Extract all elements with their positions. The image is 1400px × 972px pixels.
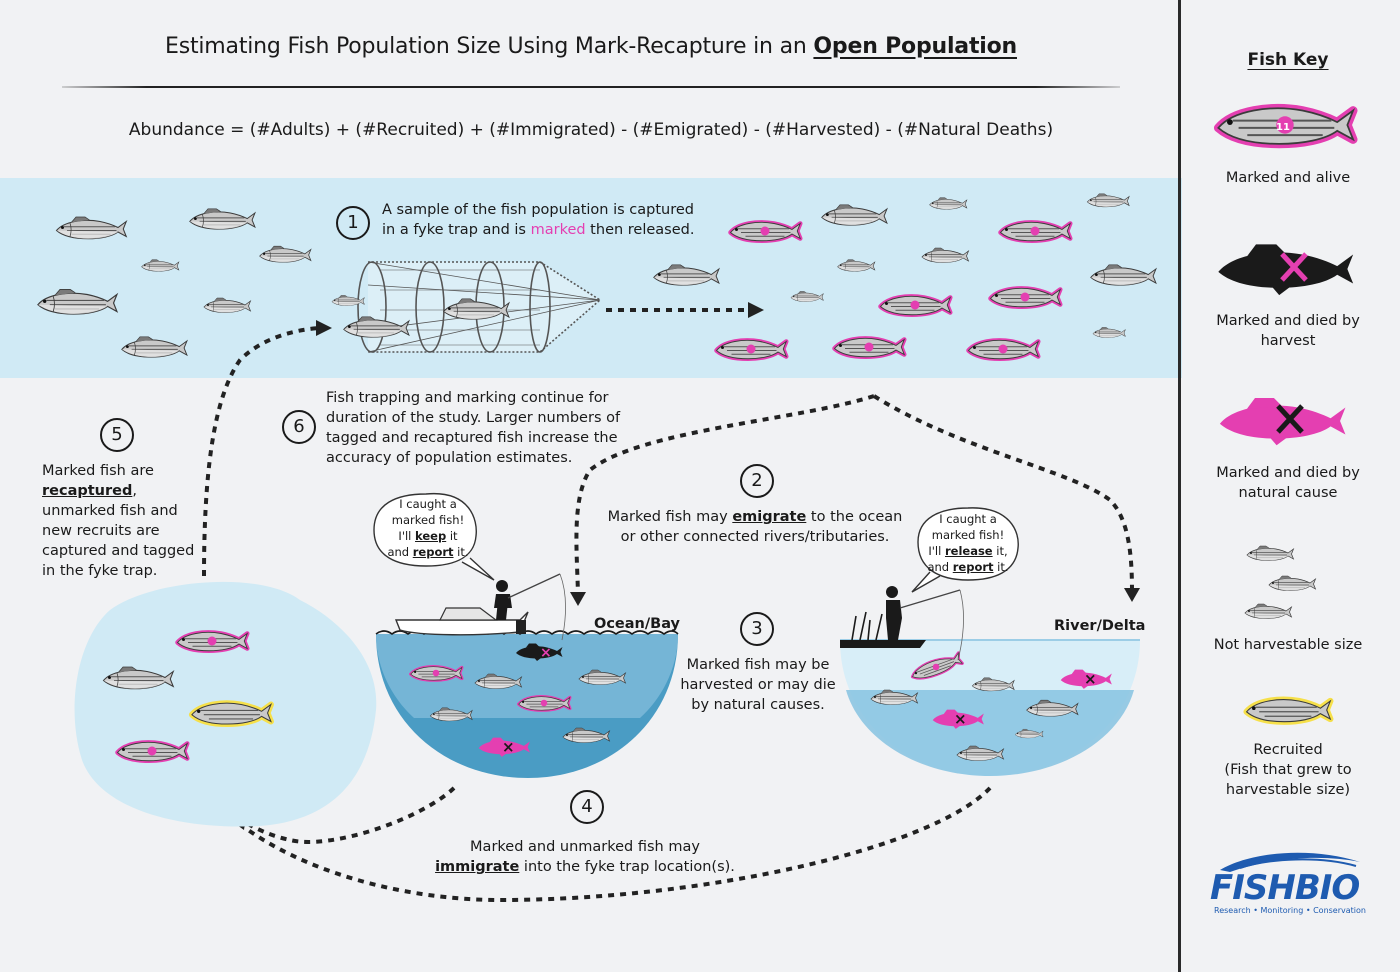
fish-unmarked: [55, 216, 127, 240]
abundance-formula: Abundance = (#Adults) + (#Recruited) + (…: [128, 120, 1054, 140]
title-emphasis: Open Population: [813, 34, 1017, 59]
key-tag-number: 11: [1276, 122, 1290, 133]
key-label-died-harvest: Marked and died by harvest: [1216, 313, 1360, 349]
svg-text:×: ×: [1084, 670, 1097, 688]
title-rule: [62, 86, 1120, 88]
page-title: Estimating Fish Population Size Using Ma…: [0, 34, 1182, 59]
key-heading: Fish Key: [1247, 50, 1329, 70]
step-4-badge: 4: [570, 790, 604, 824]
key-label-marked-alive: Marked and alive: [1225, 170, 1351, 186]
speech-bubble-ocean-text: I caught a marked fish! I'll keep it and…: [387, 497, 469, 559]
step-6-badge: 6: [282, 410, 316, 444]
title-prefix: Estimating Fish Population Size Using Ma…: [165, 34, 814, 59]
key-label-recruited: Recruited (Fish that grew to harvestable…: [1224, 742, 1352, 798]
marked-highlight: marked: [530, 222, 586, 238]
key-icons: 11: [1188, 0, 1388, 760]
step-1-badge: 1: [336, 206, 370, 240]
key-died-harvest-icon: [1218, 244, 1354, 296]
step-1-line-1: A sample of the fish population is captu…: [382, 202, 694, 218]
svg-text:×: ×: [502, 738, 515, 756]
arrow-immigrate-ocean: [236, 786, 456, 844]
key-x-pink: [1280, 252, 1308, 282]
step-4-text: Marked and unmarked fish may immigrate i…: [435, 839, 735, 875]
fish-unmarked: [203, 297, 251, 313]
key-small-fish-icon: [1268, 575, 1316, 591]
key-label-not-harvestable: Not harvestable size: [1213, 637, 1363, 653]
key-label-died-natural: Marked and died by natural cause: [1216, 465, 1360, 501]
unmarked-school-left: [37, 208, 312, 358]
fish-unmarked: [141, 259, 180, 272]
key-x-black: [1276, 404, 1304, 434]
step-3-badge: 3: [740, 612, 774, 646]
river-label: River/Delta: [1054, 618, 1146, 634]
fish-in-trap: [331, 295, 365, 306]
arrow-immigrate-river: [238, 786, 992, 903]
fishbio-logo: FISHBIO: [1210, 868, 1360, 908]
key-small-fish-icon: [1246, 545, 1294, 561]
step-3-text: Marked fish may be harvested or may die …: [680, 657, 836, 713]
fishbio-logo-wave-icon: [1220, 852, 1360, 872]
fish-unmarked: [259, 245, 312, 263]
speech-bubble-ocean: [373, 493, 477, 567]
ocean-label: Ocean/Bay: [594, 616, 681, 632]
step-1-line-2: in a fyke trap and is marked then releas…: [382, 222, 695, 238]
key-small-fish-icon: [1244, 603, 1292, 619]
step-5-text: Marked fish are recaptured, unmarked fis…: [42, 463, 195, 579]
speech-bubble-river-text: I caught a marked fish! I'll release it,…: [927, 512, 1009, 574]
arrow-recapture: [202, 326, 321, 577]
main-diagram-canvas: × × × ×: [37, 193, 1157, 903]
step-5-badge: 5: [100, 418, 134, 452]
fishbio-tagline: Research • Monitoring • Conservation: [1214, 906, 1366, 915]
mixed-school-right: [653, 193, 1157, 359]
fish-unmarked: [121, 336, 188, 358]
key-recruited-icon: [1247, 700, 1331, 722]
speech-bubble-river: [917, 507, 1019, 581]
fish-unmarked: [189, 208, 256, 230]
step-2-line-1: Marked fish may emigrate to the ocean: [607, 509, 903, 525]
shore-fisher: [840, 586, 964, 661]
key-died-natural-icon: [1219, 398, 1346, 446]
svg-text:×: ×: [540, 645, 552, 661]
arrow-emigrate-ocean: [574, 394, 875, 601]
boat: [394, 573, 566, 641]
step-2-badge: 2: [740, 464, 774, 498]
fish-unmarked: [37, 288, 118, 315]
step-1-text: A sample of the fish population is captu…: [382, 200, 712, 240]
step-2-text: Marked fish may emigrate to the ocean or…: [600, 507, 910, 547]
step-2-line-2: or other connected rivers/tributaries.: [620, 529, 890, 545]
arrow-emigrate-river: [872, 394, 1134, 593]
key-divider: [1178, 0, 1181, 972]
svg-text:×: ×: [954, 710, 967, 728]
arrowhead: [748, 302, 764, 318]
step-6-text: Fish trapping and marking continue for d…: [326, 390, 621, 466]
